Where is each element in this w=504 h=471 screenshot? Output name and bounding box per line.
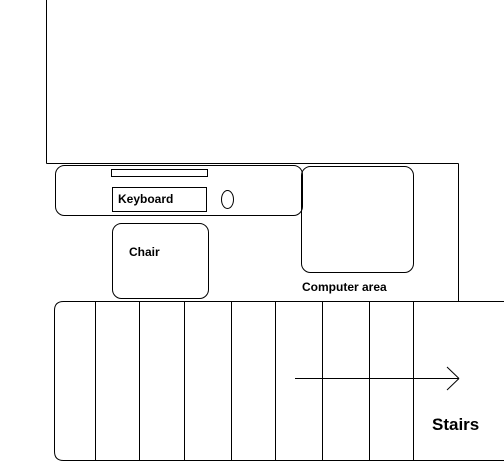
desk-outline <box>55 165 303 216</box>
chair-outline <box>112 223 209 299</box>
computer-area-outline <box>301 166 414 273</box>
arrow-right-icon <box>295 366 460 391</box>
desk: Keyboard <box>55 165 303 216</box>
stairs-outline <box>54 301 504 461</box>
chair: Chair <box>112 223 209 299</box>
computer-area-label: Computer area <box>302 280 387 294</box>
computer-area: Computer area <box>301 166 414 294</box>
mouse-icon <box>221 190 234 209</box>
keyboard-box <box>112 187 207 212</box>
room-wall <box>46 0 459 301</box>
monitor-slot <box>111 169 208 177</box>
keyboard-label: Keyboard <box>118 192 173 206</box>
stairs-label: Stairs <box>432 415 479 434</box>
chair-label: Chair <box>129 245 160 259</box>
stairs: Stairs <box>54 301 504 461</box>
